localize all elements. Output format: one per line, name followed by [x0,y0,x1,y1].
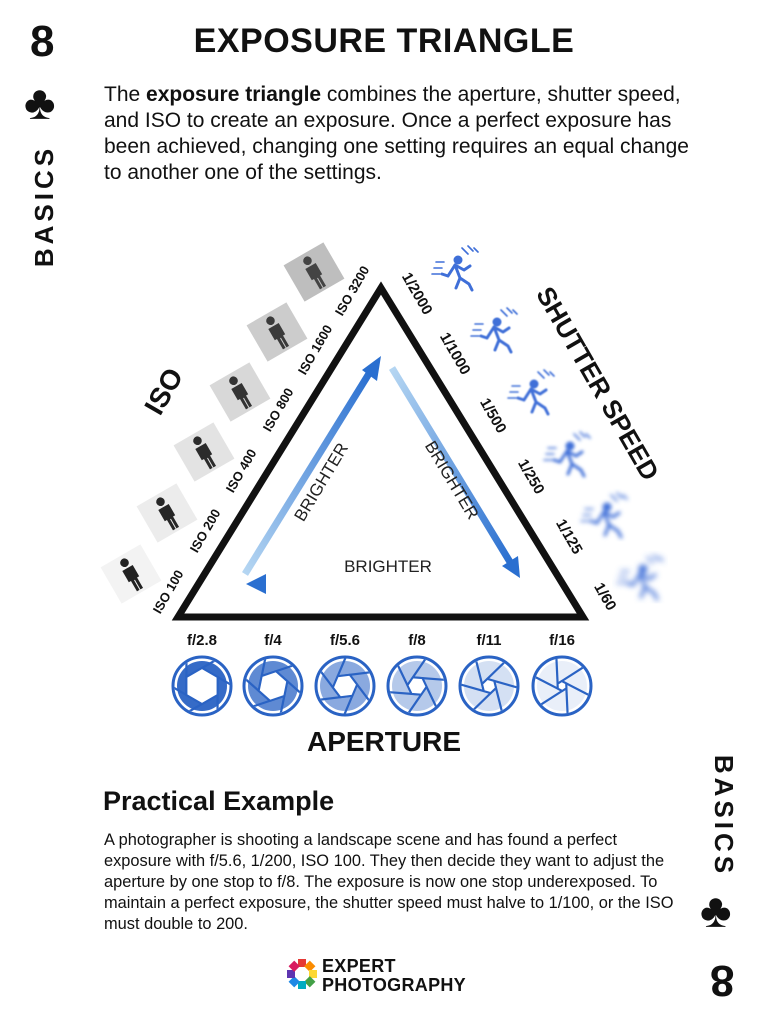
shutter-value-2: 1/1000 [436,330,474,378]
iso-title: ISO [138,363,189,420]
aperture-title: APERTURE [307,726,461,757]
logo-line-2: PHOTOGRAPHY [322,975,466,995]
triangle-outline [171,281,590,621]
aperture-value-3: f/5.6 [330,632,360,649]
aperture-icons [171,655,593,717]
aperture-diaphragm-icon [171,655,233,717]
iso-sample-800 [209,362,271,422]
brighter-arrows [242,356,520,594]
iso-sample-3200 [283,242,345,302]
logo-line-1: EXPERT [322,956,396,976]
motion-figure-2 [469,306,519,354]
practical-example-heading: Practical Example [103,786,335,816]
aperture-value-2: f/4 [264,632,282,649]
aperture-value-6: f/16 [549,632,575,649]
motion-figure-3 [506,368,556,416]
iso-sample-1600 [246,302,308,362]
aperture-diaphragm-icon [531,655,593,717]
motion-figure-1 [430,244,480,292]
club-suit-icon-top: ♣ [24,77,56,130]
shutter-value-5: 1/125 [552,516,585,557]
iso-sample-100 [100,544,162,604]
aperture-diaphragm-icon [314,655,376,717]
shutter-value-3: 1/500 [476,395,509,436]
intro-text-start: The [104,83,147,106]
intro-highlight: exposure triangle [146,83,322,106]
intro-text-end: combines the aperture, shutter speed, an… [104,83,689,184]
aperture-diaphragm-icon [458,655,520,717]
brighter-label-right: BRIGHTER [421,438,483,523]
shutter-speed-title: SHUTTER SPEED [530,282,665,486]
card-rank-bottom: 8 [710,956,735,1005]
motion-figure-5 [579,491,629,539]
aperture-value-4: f/8 [408,632,426,649]
aperture-diaphragm-icon [242,655,304,717]
iso-sample-200 [136,483,198,543]
aperture-diaphragm-icon [386,655,448,717]
page-title: EXPOSURE TRIANGLE [193,22,575,60]
exposure-triangle-diagram: BRIGHTER BRIGHTER BRIGHTER ISO SHUTTER S… [100,242,665,757]
motion-figure-6 [615,553,665,601]
expert-photography-logo-text: EXPERT PHOTOGRAPHY [322,957,466,995]
club-suit-icon-bottom: ♣ [700,885,732,938]
aperture-value-1: f/2.8 [187,632,217,649]
practical-example-text: A photographer is shooting a landscape s… [104,831,674,933]
category-label-bottom: BASICS [709,754,739,878]
intro-paragraph: The exposure triangle combines the apert… [104,82,704,186]
card-rank-top: 8 [30,17,55,66]
motion-figure-4 [542,430,592,478]
shutter-value-6: 1/60 [590,580,619,614]
aperture-value-5: f/11 [476,632,501,649]
shutter-value-1: 1/2000 [398,270,436,318]
brighter-label-bottom: BRIGHTER [344,557,432,576]
expert-photography-logo-icon [287,959,317,989]
iso-sample-400 [173,422,235,482]
iso-samples [100,242,345,604]
shutter-value-4: 1/250 [514,456,547,497]
